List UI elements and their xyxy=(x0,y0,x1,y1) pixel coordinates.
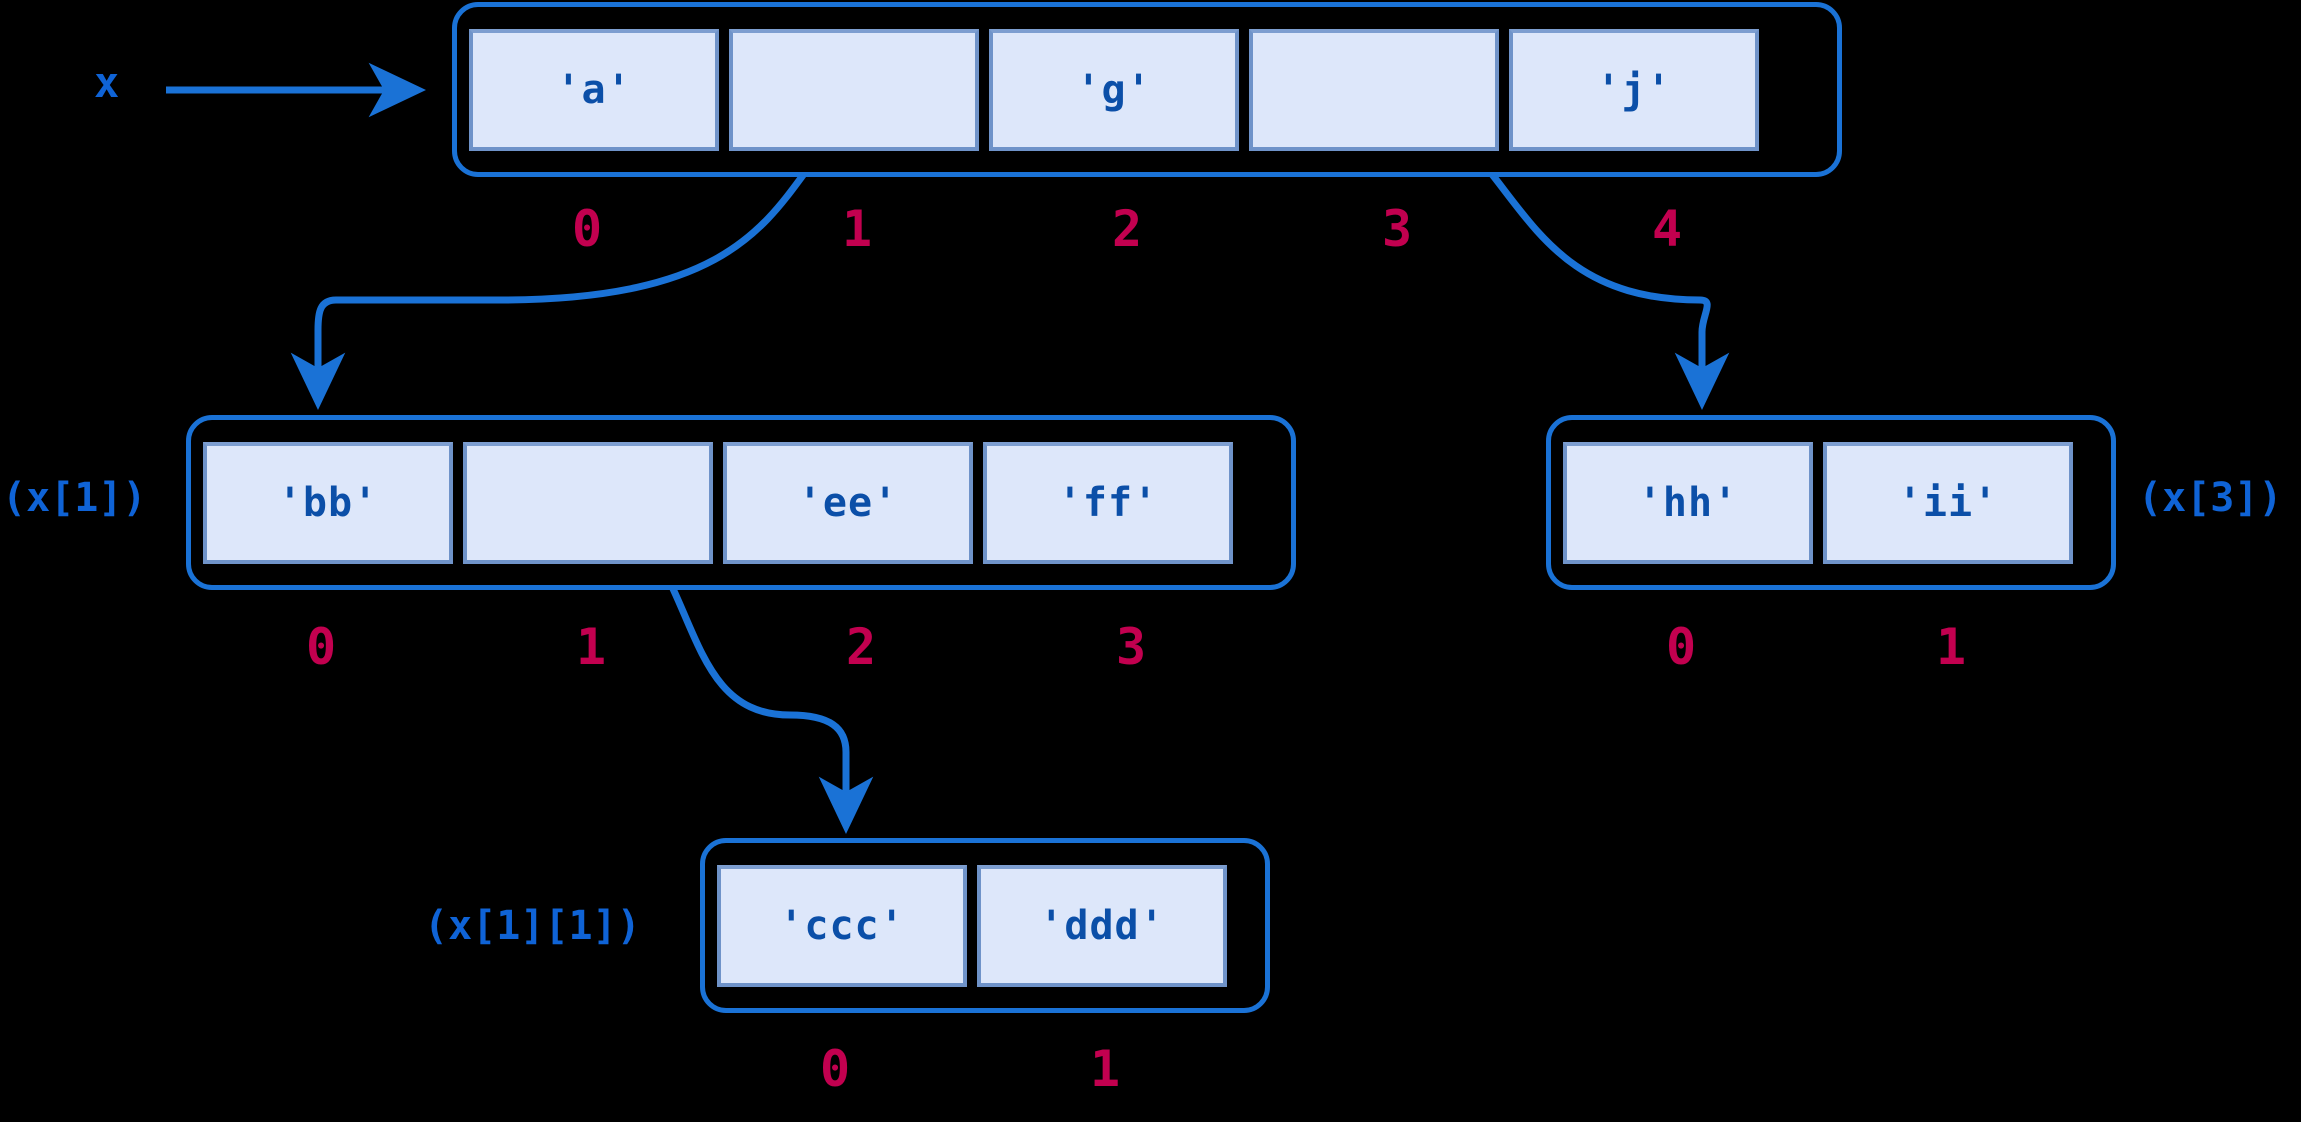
list-mid: 'bb' 'ee' 'ff' xyxy=(186,415,1296,590)
index-bottom-0: 0 xyxy=(819,1040,851,1098)
wire-mid1-to-bottom-list xyxy=(660,566,874,835)
index-row-bottom: 0 1 xyxy=(700,1040,1270,1098)
cell-top-2[interactable]: 'g' xyxy=(989,28,1239,151)
cell-top-0[interactable]: 'a' xyxy=(469,28,719,151)
index-row-top: 0 1 2 3 4 xyxy=(452,200,1842,258)
cell-bottom-0[interactable]: 'ccc' xyxy=(717,864,967,987)
cell-bottom-1[interactable]: 'ddd' xyxy=(977,864,1227,987)
cell-mid-2[interactable]: 'ee' xyxy=(723,441,973,564)
list-bottom: 'ccc' 'ddd' xyxy=(700,838,1270,1013)
cell-top-4[interactable]: 'j' xyxy=(1509,28,1759,151)
list-top: 'a' 'g' 'j' xyxy=(452,2,1842,177)
cell-mid-3[interactable]: 'ff' xyxy=(983,441,1233,564)
variable-label-x: x xyxy=(94,58,120,107)
index-bottom-1: 1 xyxy=(1089,1040,1121,1098)
wire-top3-to-right-list xyxy=(1468,146,1730,411)
index-mid-0: 0 xyxy=(305,618,337,676)
index-top-2: 2 xyxy=(1111,200,1143,258)
list-right: 'hh' 'ii' xyxy=(1546,415,2116,590)
index-top-0: 0 xyxy=(571,200,603,258)
index-top-3: 3 xyxy=(1381,200,1413,258)
label-x1-1: (x[1][1]) xyxy=(424,903,641,949)
cell-mid-1[interactable] xyxy=(463,441,713,564)
wire-top1-to-mid-list xyxy=(290,146,826,411)
label-x1: (x[1]) xyxy=(2,475,147,521)
index-mid-3: 3 xyxy=(1115,618,1147,676)
index-top-4: 4 xyxy=(1651,200,1683,258)
cell-right-1[interactable]: 'ii' xyxy=(1823,441,2073,564)
index-right-0: 0 xyxy=(1665,618,1697,676)
cell-top-3[interactable] xyxy=(1249,28,1499,151)
cell-mid-0[interactable]: 'bb' xyxy=(203,441,453,564)
index-top-1: 1 xyxy=(841,200,873,258)
index-mid-2: 2 xyxy=(845,618,877,676)
index-mid-1: 1 xyxy=(575,618,607,676)
cell-right-0[interactable]: 'hh' xyxy=(1563,441,1813,564)
index-right-1: 1 xyxy=(1935,618,1967,676)
cell-top-1[interactable] xyxy=(729,28,979,151)
label-x3: (x[3]) xyxy=(2138,475,2283,521)
index-row-right: 0 1 xyxy=(1546,618,2116,676)
index-row-mid: 0 1 2 3 xyxy=(186,618,1296,676)
